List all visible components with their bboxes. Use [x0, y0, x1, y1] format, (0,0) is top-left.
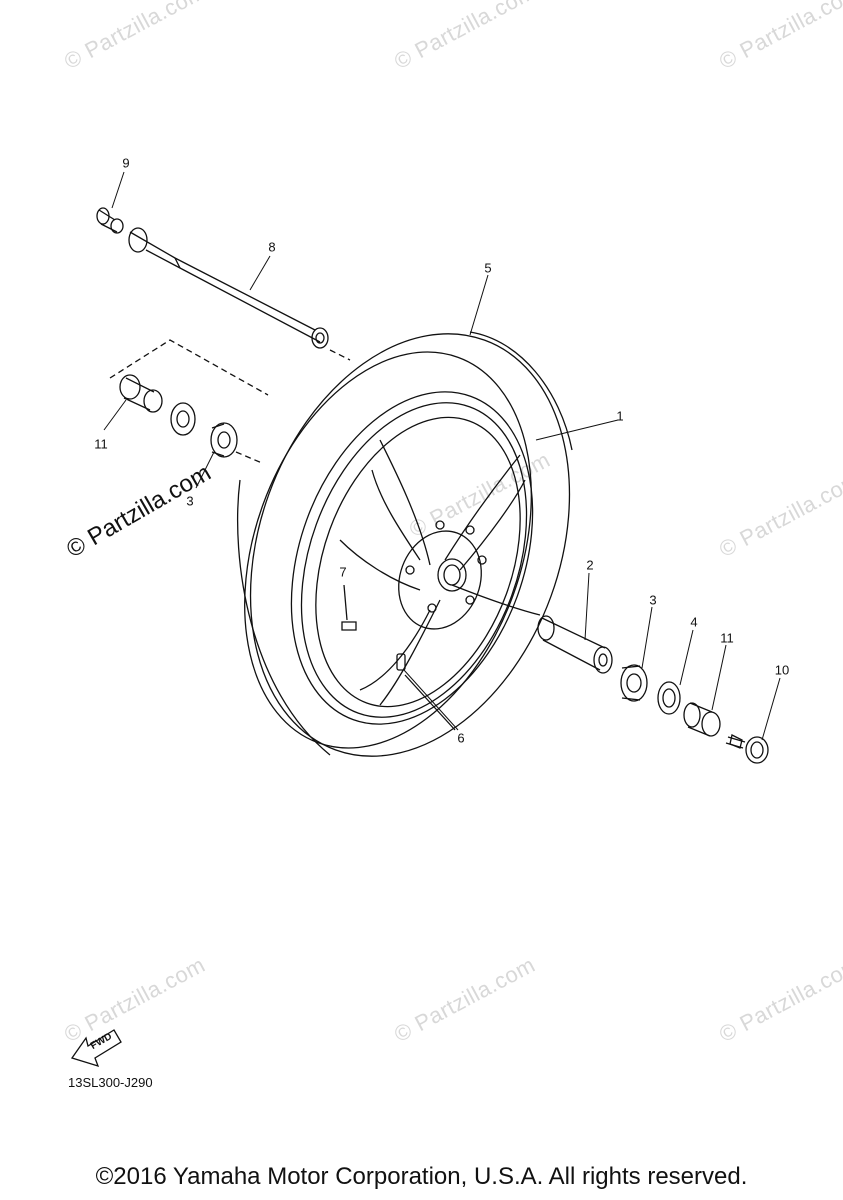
collar-left: [120, 375, 162, 412]
callout-9: 9: [122, 155, 130, 171]
diagram-code: 13SL300-J290: [68, 1075, 153, 1090]
bolt: [726, 735, 768, 763]
collar-part-9: [97, 208, 123, 233]
leader-lines: [104, 172, 780, 740]
callout-1: 1: [616, 408, 624, 424]
copyright: ©2016 Yamaha Motor Corporation, U.S.A. A…: [95, 1163, 748, 1190]
fwd-arrow-icon: [72, 1030, 121, 1066]
axle: [129, 228, 328, 348]
guide-lines-left: [110, 340, 350, 463]
spacer: [538, 616, 612, 673]
wheel-spokes: [340, 440, 540, 705]
balance-weight: [342, 585, 356, 630]
rim: [248, 358, 576, 758]
callout-4: 4: [690, 614, 698, 630]
collar-right: [684, 703, 720, 736]
callout-8: 8: [268, 239, 276, 255]
callout-7: 7: [339, 564, 347, 580]
oil-seal: [658, 682, 680, 714]
callout-2: 2: [586, 557, 594, 573]
tire: [193, 289, 626, 801]
callout-6: 6: [457, 730, 465, 746]
callout-10: 10: [774, 662, 790, 678]
bearing-left-outer: [171, 403, 195, 435]
callout-3-right: 3: [649, 592, 657, 608]
bearing-right: [621, 665, 647, 701]
wheel-hub: [385, 519, 494, 640]
callout-11-left: 11: [94, 436, 108, 452]
callout-3-left: 3: [186, 493, 194, 509]
bearing-left-inner: [211, 423, 237, 457]
callout-11-right: 11: [720, 630, 734, 646]
callout-5: 5: [484, 260, 492, 276]
valve: [397, 654, 455, 730]
